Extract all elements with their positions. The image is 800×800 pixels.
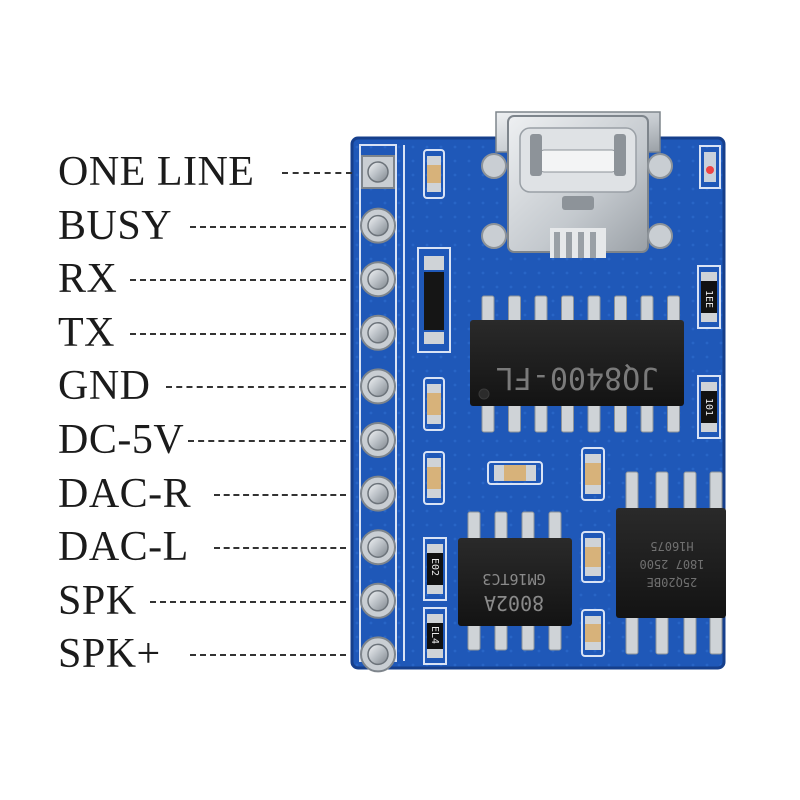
chip-leg bbox=[655, 615, 669, 655]
smd-code-101: 101 bbox=[703, 398, 714, 416]
chip-leg bbox=[521, 511, 535, 541]
main-chip-marking: JQ8400-FL bbox=[496, 360, 659, 395]
smd-resistor-101: 101 bbox=[697, 375, 721, 439]
smd-code-e02: E02 bbox=[429, 558, 440, 576]
pin-leader-line bbox=[190, 654, 346, 657]
chip-leg bbox=[467, 621, 481, 651]
pin-leader-line bbox=[282, 172, 352, 174]
chip-leg bbox=[709, 471, 723, 511]
chip-leg bbox=[625, 615, 639, 655]
header-pin bbox=[367, 643, 389, 666]
pin-label: ONE LINE bbox=[58, 149, 255, 195]
header-pin bbox=[367, 322, 389, 344]
chip-leg bbox=[587, 401, 601, 433]
chip-leg bbox=[467, 511, 481, 541]
pin-label: SPK bbox=[58, 577, 137, 624]
smd-cap-6 bbox=[581, 609, 605, 657]
chip-leg bbox=[683, 615, 697, 655]
header-pin bbox=[367, 590, 389, 612]
chip-leg bbox=[508, 401, 521, 433]
chip-leg bbox=[709, 615, 723, 655]
header-pin bbox=[367, 268, 389, 290]
smd-cap-4 bbox=[581, 447, 605, 501]
pin-label: DAC-L bbox=[58, 524, 189, 571]
header-pin bbox=[367, 161, 389, 183]
pin-leader-line bbox=[166, 386, 346, 389]
pin-leader-line bbox=[130, 279, 346, 282]
status-led bbox=[699, 145, 721, 189]
pin-label: SPK+ bbox=[58, 631, 161, 678]
chip-leg bbox=[614, 401, 627, 433]
pin-leader-line bbox=[214, 493, 346, 496]
smd-resistor-e02: E02 bbox=[423, 537, 447, 601]
header-pin bbox=[367, 214, 389, 237]
chip-leg bbox=[548, 511, 562, 541]
smd-cap-2 bbox=[423, 377, 445, 431]
header-pins bbox=[360, 155, 396, 673]
pin-label: BUSY bbox=[58, 202, 173, 249]
flash-chip-marking-3: H16075 bbox=[650, 539, 693, 553]
flash-chip-marking-2: 1807 2500 bbox=[639, 557, 704, 571]
pin-label: GND bbox=[58, 363, 151, 410]
header-pin bbox=[367, 536, 389, 558]
smd-resistor-1ee: 1EE bbox=[697, 265, 721, 329]
chip-leg bbox=[534, 401, 548, 433]
chip-leg bbox=[667, 401, 680, 433]
smd-code-1ee: 1EE bbox=[703, 290, 714, 308]
pin-leader-line bbox=[150, 600, 346, 603]
chip-leg bbox=[494, 511, 508, 541]
chip-leg bbox=[683, 471, 697, 511]
pin-label: TX bbox=[58, 309, 115, 356]
chip-leg bbox=[481, 401, 495, 433]
main-audio-chip: JQ8400-FL bbox=[470, 295, 684, 433]
chip-leg bbox=[561, 401, 574, 433]
header-pin bbox=[367, 482, 389, 505]
chip-leg bbox=[548, 621, 562, 651]
amp-chip-submarking: GM16TC3 bbox=[482, 570, 545, 588]
pin-leader-line bbox=[188, 440, 346, 442]
smd-resistor-el4: EL4 bbox=[423, 607, 447, 665]
smd-cap-5 bbox=[581, 531, 605, 583]
pin-leader-line bbox=[214, 547, 346, 550]
pin-leader-line bbox=[190, 225, 346, 228]
smd-cap-3 bbox=[423, 451, 445, 505]
header-pin bbox=[367, 375, 389, 398]
amplifier-chip: 8002A GM16TC3 bbox=[458, 511, 572, 651]
chip-leg bbox=[655, 471, 669, 511]
flash-chip-marking-1: 25Q20BE bbox=[647, 575, 698, 589]
smd-cap-horizontal bbox=[487, 461, 543, 485]
pin-label: DAC-R bbox=[58, 470, 192, 517]
chip-leg bbox=[625, 471, 639, 511]
amp-chip-marking: 8002A bbox=[484, 591, 544, 615]
micro-usb-connector bbox=[481, 111, 673, 258]
smd-resistor-1 bbox=[423, 149, 445, 199]
chip-leg bbox=[640, 401, 654, 433]
header-pin bbox=[367, 429, 389, 451]
pin-leader-line bbox=[130, 332, 346, 335]
diode-smd bbox=[417, 247, 451, 353]
smd-code-el4: EL4 bbox=[429, 626, 440, 644]
flash-memory-chip: 25Q20BE 1807 2500 H16075 bbox=[616, 471, 726, 655]
chip-leg bbox=[494, 621, 508, 651]
pin-label: DC-5V bbox=[58, 417, 185, 463]
pin-label: RX bbox=[58, 256, 118, 303]
chip-leg bbox=[521, 621, 535, 651]
